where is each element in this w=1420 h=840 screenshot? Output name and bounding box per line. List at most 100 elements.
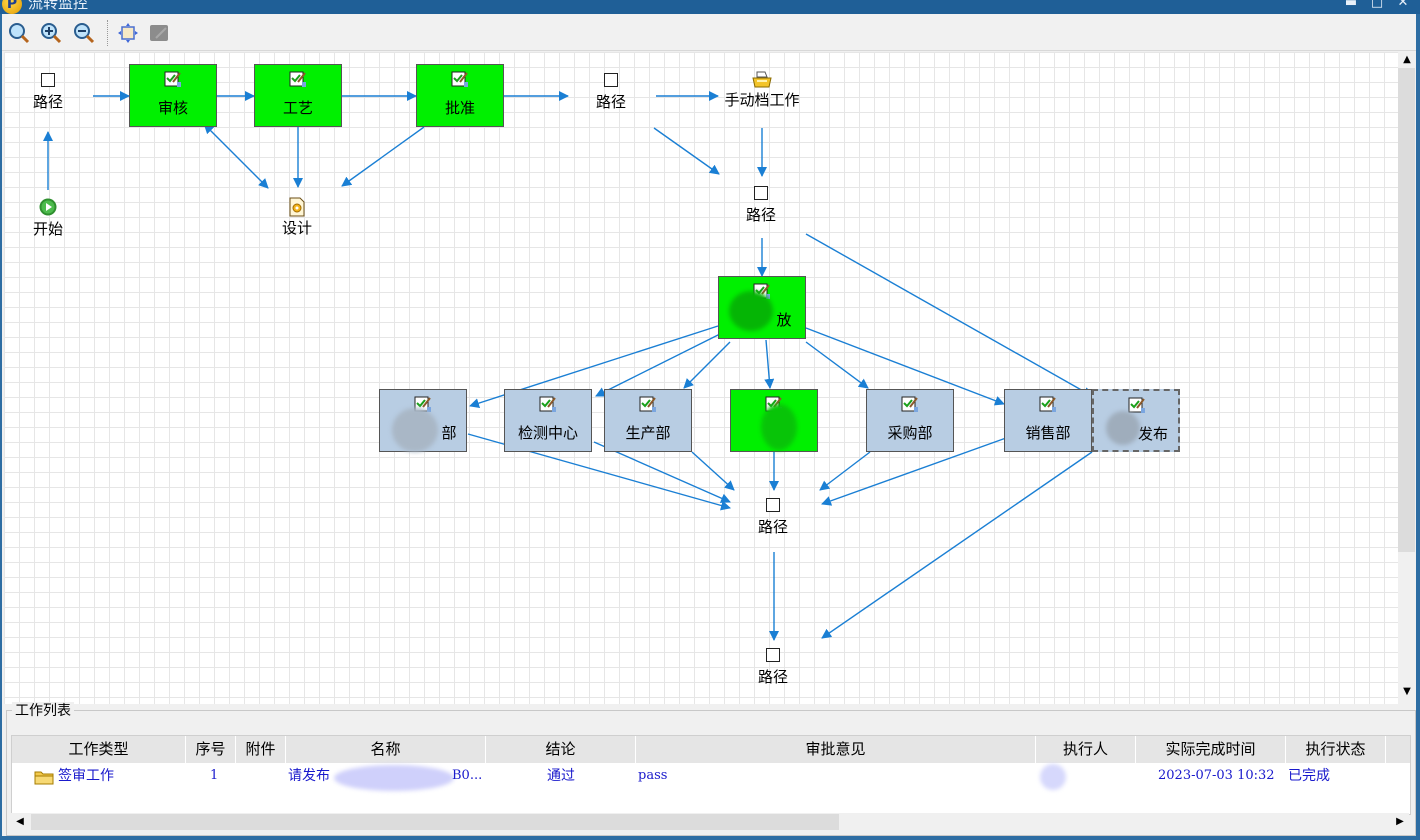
fit-page-button[interactable] — [117, 22, 139, 44]
column-header-seq[interactable]: 序号 — [186, 736, 236, 763]
approval-task-icon — [1039, 396, 1056, 412]
zoom-out-button[interactable] — [73, 22, 95, 44]
redacted-mask — [729, 291, 773, 331]
diagram-edges — [43, 91, 1093, 641]
column-header-finish-time[interactable]: 实际完成时间 — [1136, 736, 1286, 763]
column-header-name[interactable]: 名称 — [286, 736, 486, 763]
task-node-fabu-selected[interactable]: 发布 — [1092, 389, 1180, 452]
scroll-right-arrow-icon[interactable]: ▶ — [1396, 816, 1404, 827]
edge-fafang-shengchan — [683, 341, 731, 389]
play-icon — [39, 198, 57, 216]
redacted-mask — [334, 765, 454, 791]
edge-route3-fabu — [805, 233, 1093, 397]
flow-diagram-canvas[interactable]: 路径 开始 审核 工艺 批准 设计 — [4, 52, 1398, 704]
edge-fabu-route5 — [821, 451, 1093, 639]
cell-name-prefix[interactable]: 请发布 — [288, 768, 330, 784]
task-node-shengchan[interactable]: 生产部 — [604, 389, 692, 452]
cell-type[interactable]: 签审工作 — [58, 768, 114, 784]
cell-conclusion: 通过 — [547, 768, 575, 784]
column-header-conclusion[interactable]: 结论 — [486, 736, 636, 763]
edge-fafang-jiance — [595, 333, 721, 397]
vertical-scrollbar[interactable]: ▲ ▼ — [1398, 52, 1416, 704]
worklist-panel: 工作列表 工作类型 序号 附件 名称 结论 审批意见 执行人 实际完成时间 执行… — [6, 702, 1416, 836]
column-header-attachment[interactable]: 附件 — [236, 736, 286, 763]
route-icon — [604, 73, 618, 87]
edge-shenhe-sheji — [203, 123, 269, 189]
task-node-xiaoshou[interactable]: 销售部 — [1004, 389, 1092, 452]
edge-fafang-caigou — [805, 341, 869, 389]
cell-finish-time: 2023-07-03 10:32 — [1158, 768, 1275, 783]
approval-task-icon — [289, 71, 306, 87]
folder-icon — [34, 771, 54, 785]
worklist-table: 工作类型 序号 附件 名称 结论 审批意见 执行人 实际完成时间 执行状态 签审… — [11, 735, 1411, 815]
route-node[interactable]: 路径 — [581, 73, 641, 111]
edge-pizhun-sheji — [341, 126, 425, 187]
approval-task-icon — [539, 396, 556, 412]
printer-icon — [752, 71, 772, 88]
toolbar — [2, 14, 1416, 51]
edge-fafang-dept2 — [764, 339, 775, 389]
scroll-left-arrow-icon[interactable]: ◀ — [16, 816, 24, 827]
redacted-mask — [392, 408, 438, 452]
task-node-pizhun[interactable]: 批准 — [416, 64, 504, 127]
task-node-dept1[interactable]: 部 — [379, 389, 467, 452]
task-node-caigou[interactable]: 采购部 — [866, 389, 954, 452]
redacted-mask — [761, 404, 797, 450]
window-title: 流转监控 — [28, 0, 89, 12]
task-node-jiance[interactable]: 检测中心 — [504, 389, 592, 452]
approval-task-icon — [639, 396, 656, 412]
toolbar-separator — [107, 20, 108, 46]
edge-xiaoshou-route4 — [821, 437, 1007, 506]
edge-jiance-route4 — [593, 441, 731, 503]
title-bar: P 流转监控 ▬ □ ✕ — [0, 0, 1420, 14]
maximize-button[interactable]: □ — [1370, 0, 1384, 10]
cell-name-suffix: B0... — [452, 768, 483, 783]
task-node-gongyi[interactable]: 工艺 — [254, 64, 342, 127]
cell-status: 已完成 — [1288, 768, 1330, 784]
design-node[interactable]: 设计 — [267, 197, 327, 237]
flow-monitor-window: 路径 开始 审核 工艺 批准 设计 — [2, 14, 1416, 836]
manual-work-node[interactable]: 手动档工作 — [712, 71, 812, 109]
scroll-down-arrow-icon[interactable]: ▼ — [1403, 686, 1411, 697]
app-logo-icon: P — [2, 0, 22, 14]
route-node[interactable]: 路径 — [731, 186, 791, 224]
task-node-shenhe[interactable]: 审核 — [129, 64, 217, 127]
route-node[interactable]: 路径 — [743, 648, 803, 686]
route-icon — [766, 648, 780, 662]
approval-task-icon — [451, 71, 468, 87]
scroll-up-arrow-icon[interactable]: ▲ — [1403, 54, 1411, 65]
route-icon — [766, 498, 780, 512]
redacted-mask — [1106, 411, 1140, 445]
column-header-type[interactable]: 工作类型 — [12, 736, 186, 763]
cell-opinion: pass — [638, 768, 668, 783]
approval-task-icon — [901, 396, 918, 412]
route-icon — [41, 73, 55, 87]
zoom-fit-button[interactable] — [8, 22, 30, 44]
task-node-fafang[interactable]: 放 — [718, 276, 806, 339]
horizontal-scrollbar[interactable]: ◀ ▶ — [11, 813, 1409, 831]
edge-fafang-xiaoshou — [805, 327, 1005, 406]
task-node-dept2[interactable] — [730, 389, 818, 452]
route-node[interactable]: 路径 — [743, 498, 803, 536]
zoom-in-button[interactable] — [40, 22, 62, 44]
design-document-icon — [289, 197, 305, 217]
start-node[interactable]: 开始 — [18, 198, 78, 238]
column-header-status[interactable]: 执行状态 — [1286, 736, 1386, 763]
route-icon — [754, 186, 768, 200]
scroll-thumb[interactable] — [1398, 68, 1415, 552]
cell-seq: 1 — [210, 768, 219, 783]
approval-task-icon — [164, 71, 181, 87]
column-header-opinion[interactable]: 审批意见 — [636, 736, 1036, 763]
edit-disabled-button[interactable] — [148, 22, 170, 44]
close-button[interactable]: ✕ — [1397, 0, 1409, 10]
edge-route2-route3 — [653, 127, 720, 175]
edge-caigou-route4 — [819, 451, 871, 491]
worklist-title: 工作列表 — [12, 702, 74, 720]
redacted-executor-mask — [1040, 764, 1066, 790]
approval-task-icon — [1128, 397, 1145, 413]
scroll-thumb[interactable] — [31, 814, 839, 830]
route-node[interactable]: 路径 — [18, 73, 78, 111]
column-header-executor[interactable]: 执行人 — [1036, 736, 1136, 763]
minimize-button[interactable]: ▬ — [1344, 0, 1358, 10]
table-header: 工作类型 序号 附件 名称 结论 审批意见 执行人 实际完成时间 执行状态 — [12, 736, 1410, 763]
